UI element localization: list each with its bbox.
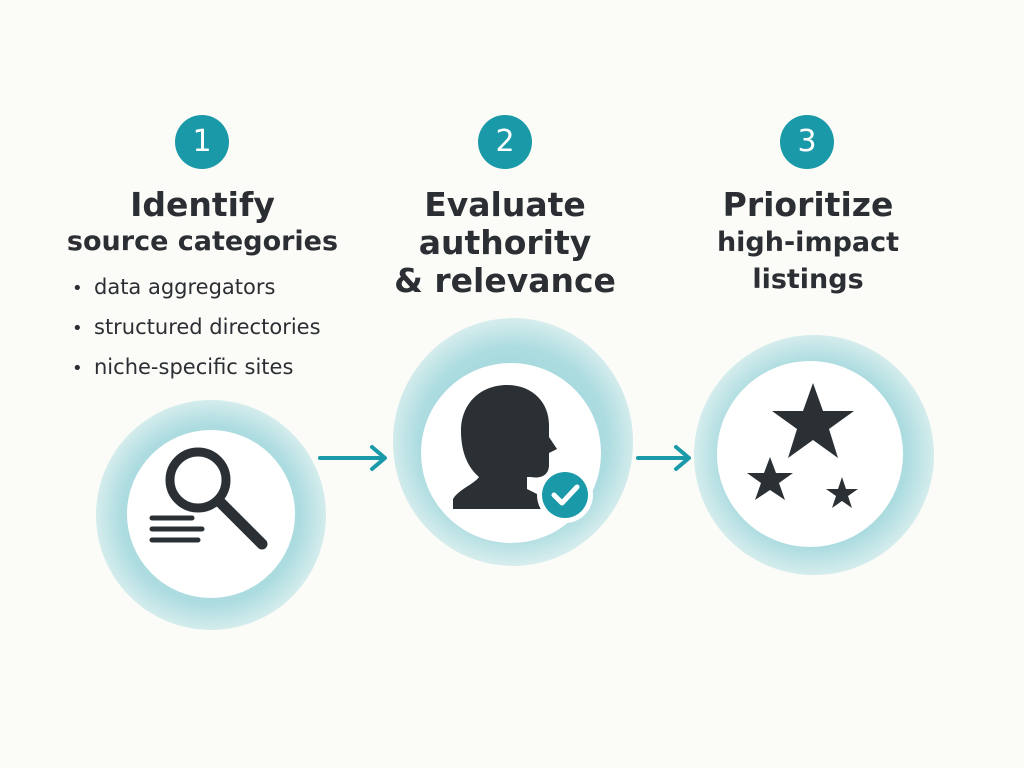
arrow-right-icon (318, 445, 387, 471)
list-item-label: niche-specific sites (94, 355, 294, 379)
arrow-right-icon (636, 445, 691, 471)
step-1-subtitle: source categories (66, 226, 339, 257)
list-item: • structured directories (72, 308, 321, 348)
step-3-heading: Prioritize high-impact listings (668, 186, 948, 298)
step-2-number-badge: 2 (478, 115, 532, 169)
large-star (772, 383, 854, 458)
list-item-label: structured directories (94, 315, 321, 339)
list-item-label: data aggregators (94, 275, 276, 299)
step-3-subtitle-line-2: listings (752, 264, 864, 295)
step-3-subtitle-line-1: high-impact (716, 227, 900, 258)
list-item: • niche-specific sites (72, 348, 321, 388)
list-item: • data aggregators (72, 268, 321, 308)
stars-icon (747, 383, 858, 508)
step-2-heading: Evaluate authority & relevance (350, 186, 660, 300)
bullet-marker: • (72, 318, 83, 339)
step-1-heading: Identify source categories (40, 186, 365, 260)
step-3-title: Prioritize (722, 185, 894, 224)
step-2-title-line-1: Evaluate (424, 185, 586, 224)
person-head-check-icon (453, 385, 593, 523)
step-1-number-badge: 1 (175, 115, 229, 169)
small-star-left (747, 457, 793, 500)
step-3-number-badge: 3 (780, 115, 834, 169)
source-category-list: • data aggregators • structured directorie… (72, 268, 321, 388)
step-2-title-line-2: authority (418, 223, 592, 262)
bullet-marker: • (72, 278, 83, 299)
step-2-title-line-3: & relevance (394, 261, 616, 300)
bullet-marker: • (72, 358, 83, 379)
small-star-right (826, 477, 858, 508)
step-1-title: Identify (130, 185, 275, 224)
magnifier-with-lines-icon (149, 447, 268, 550)
